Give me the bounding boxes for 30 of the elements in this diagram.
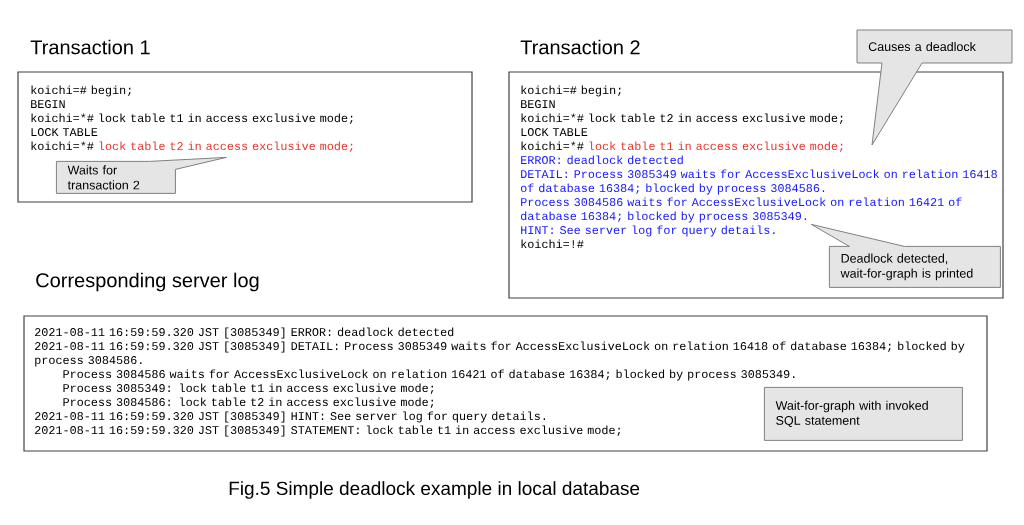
- code-line: Process 3085349: lock table t1 in access exclusive mode;: [63, 383, 434, 395]
- code-line: koichi=*# lock table t1 in access exclusive mode;: [521, 141, 843, 153]
- callout-bubble: Deadlock detected, wait-for-graph is printed: [810, 223, 1001, 288]
- code-line: koichi=# begin;: [521, 85, 621, 97]
- code-line: koichi=# begin;: [31, 85, 131, 97]
- heading: Corresponding server log: [36, 272, 259, 292]
- code-line: DETAIL: Process 3085349 waits for AccessExclusiveLock on relation 16418 of database 16384; blocked by process 3084586.: [520, 169, 997, 195]
- code-line: ERROR: deadlock detected: [521, 155, 683, 165]
- code-line: 2021-08-11 16:59:59.320 JST [3085349] STATEMENT: lock table t1 in access exclusive mode;: [35, 425, 621, 437]
- heading: Transaction 2: [520, 39, 640, 55]
- code-line: koichi=*# lock table t2 in access exclusive mode;: [521, 113, 843, 125]
- code-line: 2021-08-11 16:59:59.320 JST [3085349] DETAIL: Process 3085349 waits for AccessExclusiveLock on relation 16418 of database 16384; blocked by process 3084586.: [35, 341, 965, 367]
- code-line: koichi=*# lock table t2 in access exclusive mode;: [31, 141, 353, 153]
- code-line: 2021-08-11 16:59:59.320 JST [3085349] HINT: See server log for query details.: [35, 411, 545, 423]
- code-line: Process 3084586: lock table t2 in access exclusive mode;: [63, 397, 434, 409]
- code-line: HINT: See server log for query details.: [521, 225, 775, 237]
- code-line: Process 3084586 waits for AccessExclusiveLock on relation 16421 of database 16384; blocked by process 3085349.: [63, 369, 795, 381]
- code-line: LOCK TABLE: [31, 128, 98, 137]
- caption: Fig.5 Simple deadlock example in local database: [229, 481, 640, 499]
- callout-bubble: Causes a deadlock: [856, 29, 1013, 146]
- code-line: koichi=*# lock table t1 in access exclusive mode;: [31, 113, 353, 125]
- code-line: LOCK TABLE: [521, 128, 588, 137]
- callout-bubble: Waits for transaction 2: [55, 156, 227, 194]
- heading: Transaction 1: [30, 39, 150, 55]
- code-line: koichi=!#: [521, 239, 584, 249]
- code-line: Process 3084586 waits for AccessExclusiveLock on relation 16421 of database 16384; blocked by process 3085349.: [521, 197, 962, 223]
- callout-bubble: Wait-for-graph with invoked SQL statement: [763, 386, 963, 441]
- code-line: BEGIN: [31, 100, 65, 109]
- code-line: 2021-08-11 16:59:59.320 JST [3085349] ERROR: deadlock detected: [35, 327, 454, 339]
- code-line: BEGIN: [521, 100, 555, 109]
